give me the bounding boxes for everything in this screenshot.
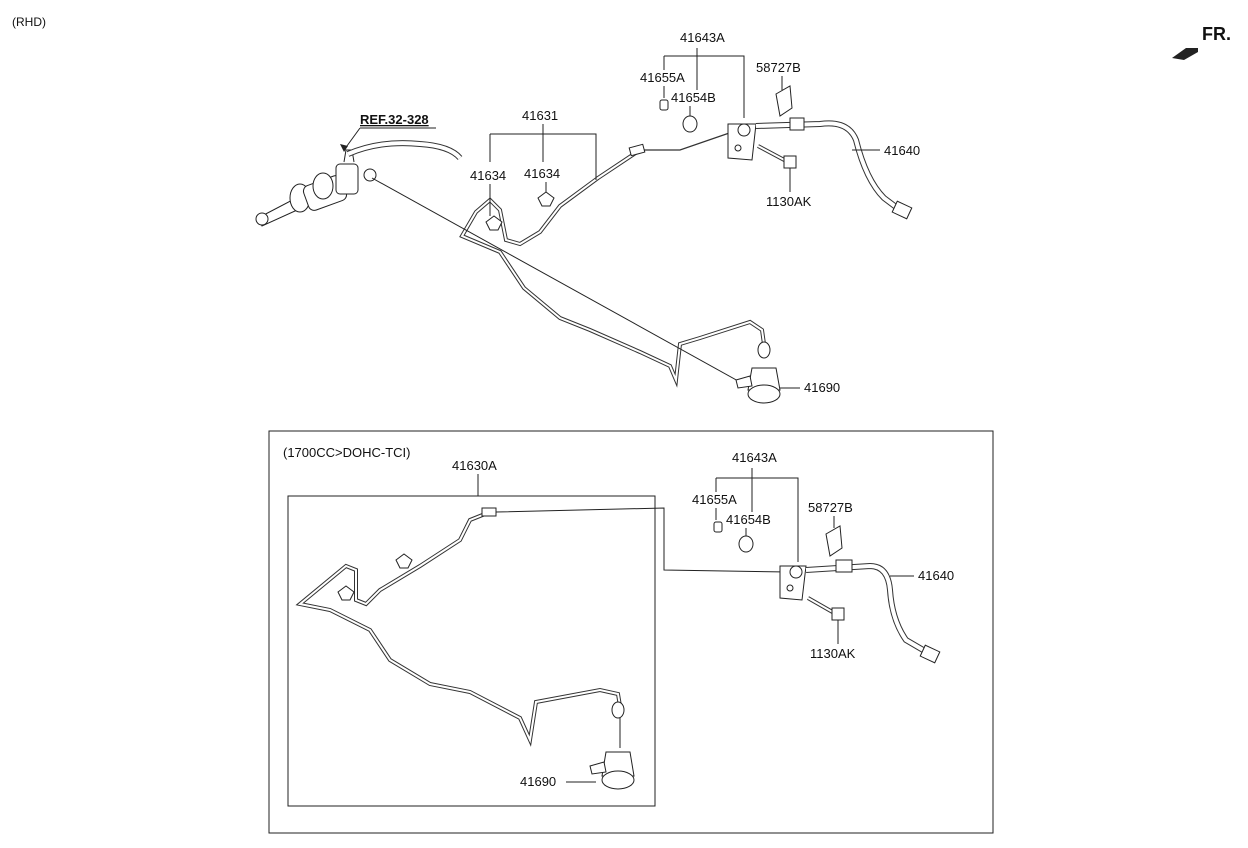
inset-label-1130AK: 1130AK [810, 646, 856, 661]
label-41655A: 41655A [640, 70, 685, 85]
pipe-kit-frame [287, 495, 656, 807]
inset-hose-bracket [779, 565, 807, 601]
variant-label: (RHD) [12, 15, 46, 29]
inset-grommet-small [713, 521, 723, 533]
pipe-clip-b [537, 191, 555, 207]
inset-clutch-pipe [295, 507, 622, 747]
label-41634-a: 41634 [470, 168, 506, 183]
label-41690: 41690 [804, 380, 840, 395]
label-58727B: 58727B [756, 60, 801, 75]
inset-retaining-clip [825, 525, 843, 557]
inset-clutch-hose [805, 559, 941, 664]
top-assembly: REF.32-328 [255, 30, 920, 404]
clutch-hose [755, 117, 913, 220]
inset-label-58727B: 58727B [808, 500, 853, 515]
reservoir-hose [346, 140, 463, 161]
inset-frame [268, 430, 994, 834]
inset-assembly: (1700CC>DOHC-TCI) 41630A 41690 [268, 430, 994, 834]
label-41631: 41631 [522, 108, 558, 123]
inset-label-41655A: 41655A [692, 492, 737, 507]
inset-pipe-clip-b [337, 585, 355, 601]
bracket-bolt [757, 144, 797, 169]
inset-title: (1700CC>DOHC-TCI) [283, 445, 411, 460]
label-41654B: 41654B [671, 90, 716, 105]
retaining-clip [775, 85, 793, 117]
inset-label-41690: 41690 [520, 774, 556, 789]
grommet-small [659, 99, 669, 111]
front-label: FR. [1202, 24, 1231, 44]
label-41634-b: 41634 [524, 166, 560, 181]
hose-bracket [727, 123, 757, 161]
inset-pipe-clip-a [395, 553, 413, 569]
release-cylinder [735, 341, 781, 404]
inset-bushing [738, 535, 754, 553]
inset-bracket-bolt [807, 596, 845, 621]
ref-label: REF.32-328 [360, 112, 429, 127]
front-arrow-icon [1172, 48, 1198, 60]
label-41643A: 41643A [680, 30, 725, 45]
label-1130AK: 1130AK [766, 194, 812, 209]
label-41630A: 41630A [452, 458, 497, 473]
clutch-pipe [459, 129, 766, 388]
inset-release-cylinder [589, 701, 635, 790]
inset-label-41643A: 41643A [732, 450, 777, 465]
pipe-clip-a [485, 215, 503, 231]
bushing [682, 115, 698, 133]
clutch-master-cylinder [255, 149, 377, 227]
label-41640: 41640 [884, 143, 920, 158]
inset-label-41640: 41640 [918, 568, 954, 583]
front-direction-indicator: FR. [1172, 24, 1231, 60]
inset-label-41654B: 41654B [726, 512, 771, 527]
